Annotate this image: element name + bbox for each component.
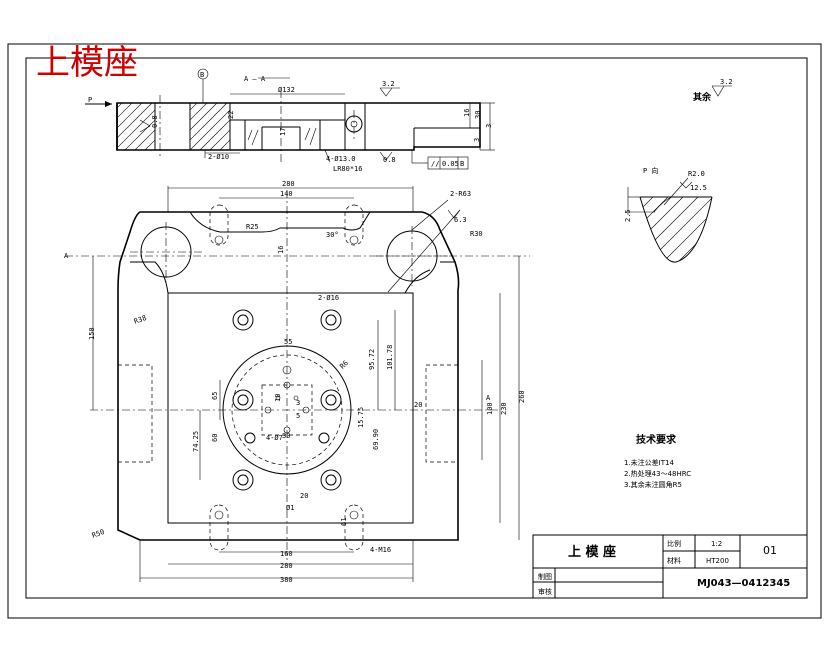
svg-text:260: 260: [518, 390, 526, 403]
svg-text:R2.0: R2.0: [688, 170, 705, 178]
svg-text:10: 10: [274, 394, 282, 402]
svg-text:3: 3: [485, 124, 493, 128]
drawing-number: MJ043—0412345: [697, 578, 790, 589]
svg-text:比例: 比例: [667, 539, 681, 548]
svg-text:3.2: 3.2: [720, 78, 733, 86]
svg-text:140: 140: [280, 190, 293, 198]
svg-text:R38: R38: [133, 314, 148, 326]
svg-text:Ø132: Ø132: [278, 86, 295, 94]
svg-text:HT200: HT200: [706, 557, 729, 565]
svg-text:审核: 审核: [538, 587, 552, 596]
svg-text:160: 160: [280, 550, 293, 558]
section-mark-a-left: A: [64, 252, 69, 260]
central-boss: [222, 345, 352, 475]
section-view: A — A: [85, 68, 495, 173]
mounting-holes: [232, 309, 342, 491]
svg-text:30: 30: [474, 111, 482, 119]
svg-text:280: 280: [282, 180, 295, 188]
inner-frame: [25, 57, 808, 599]
part-name: 上 模 座: [568, 544, 616, 560]
svg-text:95.72: 95.72: [368, 349, 376, 370]
svg-text:55: 55: [284, 338, 292, 346]
svg-text:20: 20: [414, 401, 422, 409]
small-holes: [244, 365, 330, 444]
outer-frame: [7, 43, 822, 619]
svg-text:15.75: 15.75: [357, 407, 365, 428]
svg-text:22: 22: [227, 111, 235, 119]
svg-text:R6: R6: [338, 359, 350, 371]
svg-text:3.2: 3.2: [382, 80, 395, 88]
detail-view-p: P 向 2.5 R2.0 12.5: [624, 166, 713, 263]
svg-text:R50: R50: [91, 528, 106, 540]
rest-roughness-label: 其余: [693, 91, 712, 103]
svg-text:6.3: 6.3: [454, 216, 467, 224]
svg-text:1:2: 1:2: [711, 540, 722, 548]
svg-text://: //: [431, 160, 439, 168]
tech-req-item: 1.未注公差IT14: [624, 458, 674, 467]
section-mark-a-right: A: [486, 394, 491, 402]
svg-text:Ø1: Ø1: [286, 504, 294, 512]
svg-text:LR80*16: LR80*16: [333, 165, 363, 173]
svg-text:R30: R30: [470, 230, 483, 238]
svg-text:280: 280: [280, 562, 293, 570]
svg-text:16: 16: [463, 109, 471, 117]
svg-text:0.05: 0.05: [442, 160, 459, 168]
svg-text:制图: 制图: [538, 572, 552, 581]
tech-req-item: 3.其余未注圆角R5: [624, 480, 682, 489]
svg-text:4-M16: 4-M16: [370, 546, 391, 554]
view-label-p: P 向: [643, 166, 658, 175]
svg-text:2-Ø10: 2-Ø10: [208, 153, 229, 161]
svg-text:4-Ø13.0: 4-Ø13.0: [326, 155, 356, 163]
svg-text:65: 65: [211, 392, 219, 400]
page-title: 上模座: [36, 43, 138, 83]
tech-req-heading: 技术要求: [636, 433, 677, 446]
svg-text:2-Ø16: 2-Ø16: [318, 294, 339, 302]
svg-text:230: 230: [500, 402, 508, 415]
svg-text:150: 150: [88, 327, 96, 340]
svg-text:30°: 30°: [326, 231, 339, 239]
svg-text:R25: R25: [246, 223, 259, 231]
svg-text:74.25: 74.25: [192, 431, 200, 452]
plate-outline: [117, 211, 460, 541]
svg-text:0.8: 0.8: [383, 156, 396, 164]
svg-text:16: 16: [277, 246, 285, 254]
svg-text:5: 5: [296, 412, 300, 420]
svg-text:B: B: [200, 71, 204, 79]
svg-text:60: 60: [211, 434, 219, 442]
plan-view: R30: [64, 180, 530, 584]
sheet-number: 01: [763, 544, 777, 557]
svg-text:4-Ø7: 4-Ø7: [266, 434, 283, 442]
svg-text:2-R63: 2-R63: [450, 190, 471, 198]
title-block: 上 模 座 比例 1:2 材料 HT200 01 制图 审核 MJ043—041…: [532, 534, 808, 599]
svg-text:3: 3: [296, 399, 300, 407]
svg-text:380: 380: [280, 576, 293, 584]
view-arrow-p: P: [88, 96, 92, 104]
svg-text:100: 100: [486, 402, 494, 415]
svg-text:17: 17: [279, 128, 287, 136]
svg-text:30: 30: [282, 432, 290, 440]
svg-text:20: 20: [300, 492, 308, 500]
svg-text:12.5: 12.5: [690, 184, 707, 192]
tech-requirements: 技术要求 1.未注公差IT14 2.热处理43～48HRC 3.其余未注圆角R5: [624, 433, 691, 489]
tech-req-item: 2.热处理43～48HRC: [624, 469, 691, 478]
svg-text:0.8: 0.8: [151, 115, 159, 128]
svg-text:3: 3: [473, 138, 481, 142]
svg-text:101.78: 101.78: [386, 345, 394, 370]
svg-text:61: 61: [340, 518, 348, 526]
svg-text:69.90: 69.90: [372, 429, 380, 450]
svg-text:材料: 材料: [667, 556, 681, 565]
svg-text:B: B: [460, 160, 464, 168]
section-label: A — A: [244, 75, 266, 83]
svg-text:2.5: 2.5: [624, 209, 632, 222]
